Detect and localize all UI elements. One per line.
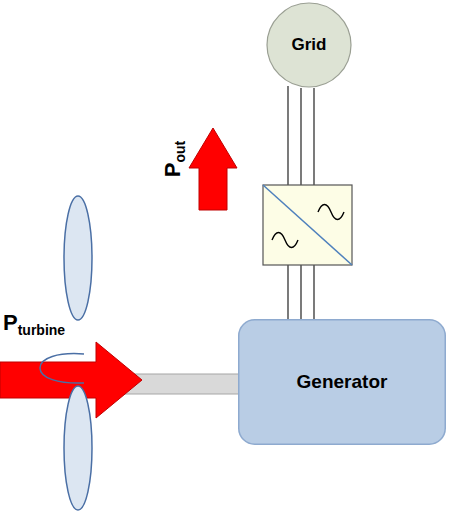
subscript: turbine [18,322,65,338]
power-symbol: P [3,310,18,335]
converter-symbol [263,185,352,265]
power-arrow [189,128,237,210]
generator-outline [239,320,446,445]
subscript: out [172,141,188,163]
rotation-arc [40,354,84,383]
power-symbol: P [160,163,185,178]
node-label: Grid [292,35,327,55]
power-label: Pturbine [3,310,123,336]
node-label: Generator [297,371,388,393]
generator-box: Generator [238,319,446,445]
power-label: Pout [160,114,186,204]
grid-circle: Grid [266,2,352,88]
grid-circle-outline [267,3,351,87]
